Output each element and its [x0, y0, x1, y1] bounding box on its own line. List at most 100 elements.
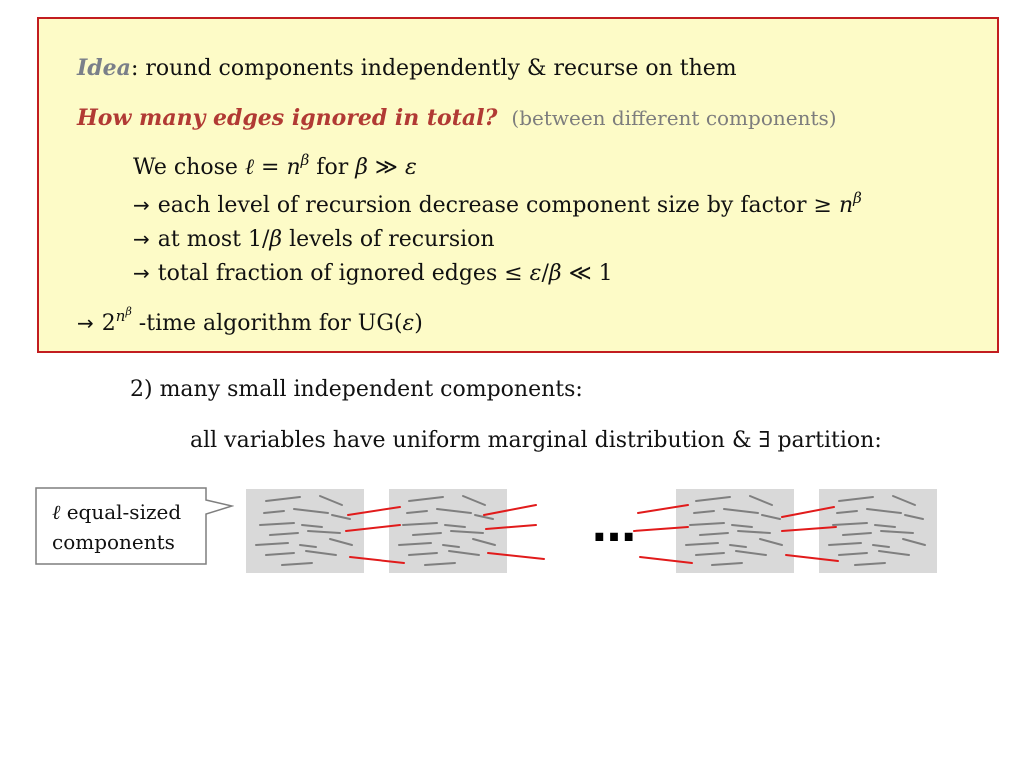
- much-greater-sign: ≫: [367, 155, 405, 180]
- beta-exponent: β: [125, 305, 132, 318]
- cross-edge: [639, 556, 693, 564]
- internal-edge: [699, 532, 729, 536]
- internal-edge: [759, 538, 783, 546]
- internal-edge: [880, 530, 914, 534]
- chose-line: We chose ℓ = nβ for β ≫ ε: [133, 153, 417, 181]
- cross-edge: [483, 504, 537, 516]
- internal-edge: [448, 550, 480, 556]
- internal-edge: [838, 552, 868, 556]
- callout-bubble: [35, 487, 234, 565]
- component-box: [819, 489, 937, 573]
- internal-edge: [255, 542, 289, 546]
- arrow-icon: →: [133, 261, 150, 285]
- callout-line-1: equal-sized: [60, 500, 182, 524]
- internal-edge: [874, 524, 896, 528]
- internal-edge: [729, 544, 747, 548]
- internal-edge: [832, 522, 868, 526]
- internal-edge: [329, 538, 353, 546]
- callout-text: ℓ equal-sized components: [52, 497, 181, 557]
- internal-edge: [842, 532, 872, 536]
- internal-edge: [408, 552, 438, 556]
- epsilon-symbol: ε: [402, 311, 415, 336]
- internal-edge: [735, 550, 767, 556]
- cross-edge: [349, 556, 405, 564]
- internal-edge: [299, 544, 317, 548]
- component-box: [246, 489, 364, 573]
- internal-edge: [442, 544, 460, 548]
- cross-edge: [781, 526, 837, 532]
- internal-edge: [269, 532, 299, 536]
- chose-prefix: We chose: [133, 155, 245, 180]
- close-paren: ): [414, 311, 423, 336]
- internal-edge: [398, 542, 432, 546]
- component-box: [676, 489, 794, 573]
- beta-exponent: β: [300, 151, 310, 169]
- internal-edge: [828, 542, 862, 546]
- epsilon-symbol: ε: [404, 155, 417, 180]
- internal-edge: [265, 552, 295, 556]
- bullet-1-text: each level of recursion decrease compone…: [157, 193, 839, 218]
- case-2-description: all variables have uniform marginal dist…: [190, 428, 882, 453]
- case-2-title: 2) many small independent components:: [130, 377, 583, 402]
- internal-edge: [462, 495, 486, 506]
- idea-text: : round components independently & recur…: [130, 56, 737, 81]
- internal-edge: [305, 550, 337, 556]
- internal-edge: [761, 514, 781, 520]
- internal-edge: [872, 544, 890, 548]
- question-text: How many edges ignored in total?: [77, 105, 498, 131]
- internal-edge: [737, 530, 771, 534]
- conclusion-text: -time algorithm for UG(: [138, 311, 403, 336]
- bullet-3-suffix: ≪ 1: [561, 261, 613, 286]
- beta-exponent: β: [853, 189, 862, 207]
- beta-symbol: β: [355, 155, 368, 180]
- internal-edge: [695, 552, 725, 556]
- internal-edge: [723, 508, 759, 514]
- cross-edge: [637, 504, 689, 514]
- cross-edge: [633, 526, 689, 532]
- cross-edge: [487, 552, 545, 560]
- bullet-1: → each level of recursion decrease compon…: [133, 189, 862, 219]
- internal-edge: [902, 538, 926, 546]
- question-line: How many edges ignored in total? (betwee…: [77, 105, 837, 132]
- internal-edge: [474, 514, 494, 520]
- internal-edge: [838, 496, 874, 502]
- internal-edge: [892, 495, 916, 506]
- n-symbol: n: [838, 193, 854, 218]
- internal-edge: [866, 508, 902, 514]
- bullet-2: →at most 1/β levels of recursion: [133, 226, 495, 253]
- internal-edge: [878, 550, 910, 556]
- bullet-2-suffix: levels of recursion: [282, 227, 495, 252]
- cross-edge: [347, 506, 401, 516]
- internal-edge: [695, 496, 731, 502]
- callout-line-2: components: [52, 530, 175, 554]
- slash-sign: /: [541, 261, 549, 286]
- epsilon-symbol: ε: [529, 261, 542, 286]
- internal-edge: [749, 495, 773, 506]
- cross-edge: [785, 554, 839, 562]
- bullet-3: →total fraction of ignored edges ≤ ε/β ≪…: [133, 260, 613, 287]
- arrow-icon: →: [77, 311, 94, 335]
- arrow-icon: →: [133, 193, 150, 217]
- internal-edges: [255, 495, 926, 566]
- internal-edge: [689, 522, 725, 526]
- beta-symbol: β: [269, 227, 283, 252]
- idea-label: Idea: [77, 55, 131, 81]
- cross-edge: [345, 524, 401, 532]
- internal-edge: [281, 562, 313, 566]
- internal-edge: [836, 510, 858, 514]
- internal-edge: [293, 508, 329, 514]
- internal-edge: [412, 532, 442, 536]
- summary-box: [37, 17, 999, 353]
- internal-edge: [402, 522, 438, 526]
- internal-edge: [424, 562, 456, 566]
- bullet-3-prefix: total fraction of ignored edges ≤: [157, 261, 530, 286]
- ellipsis: …: [592, 501, 636, 552]
- internal-edge: [263, 510, 285, 514]
- internal-edge: [854, 562, 886, 566]
- internal-edge: [436, 508, 472, 514]
- question-note: (between different components): [511, 106, 837, 130]
- internal-edge: [259, 522, 295, 526]
- n-exponent: n: [115, 307, 126, 325]
- internal-edge: [450, 530, 484, 534]
- component-box: [389, 489, 507, 573]
